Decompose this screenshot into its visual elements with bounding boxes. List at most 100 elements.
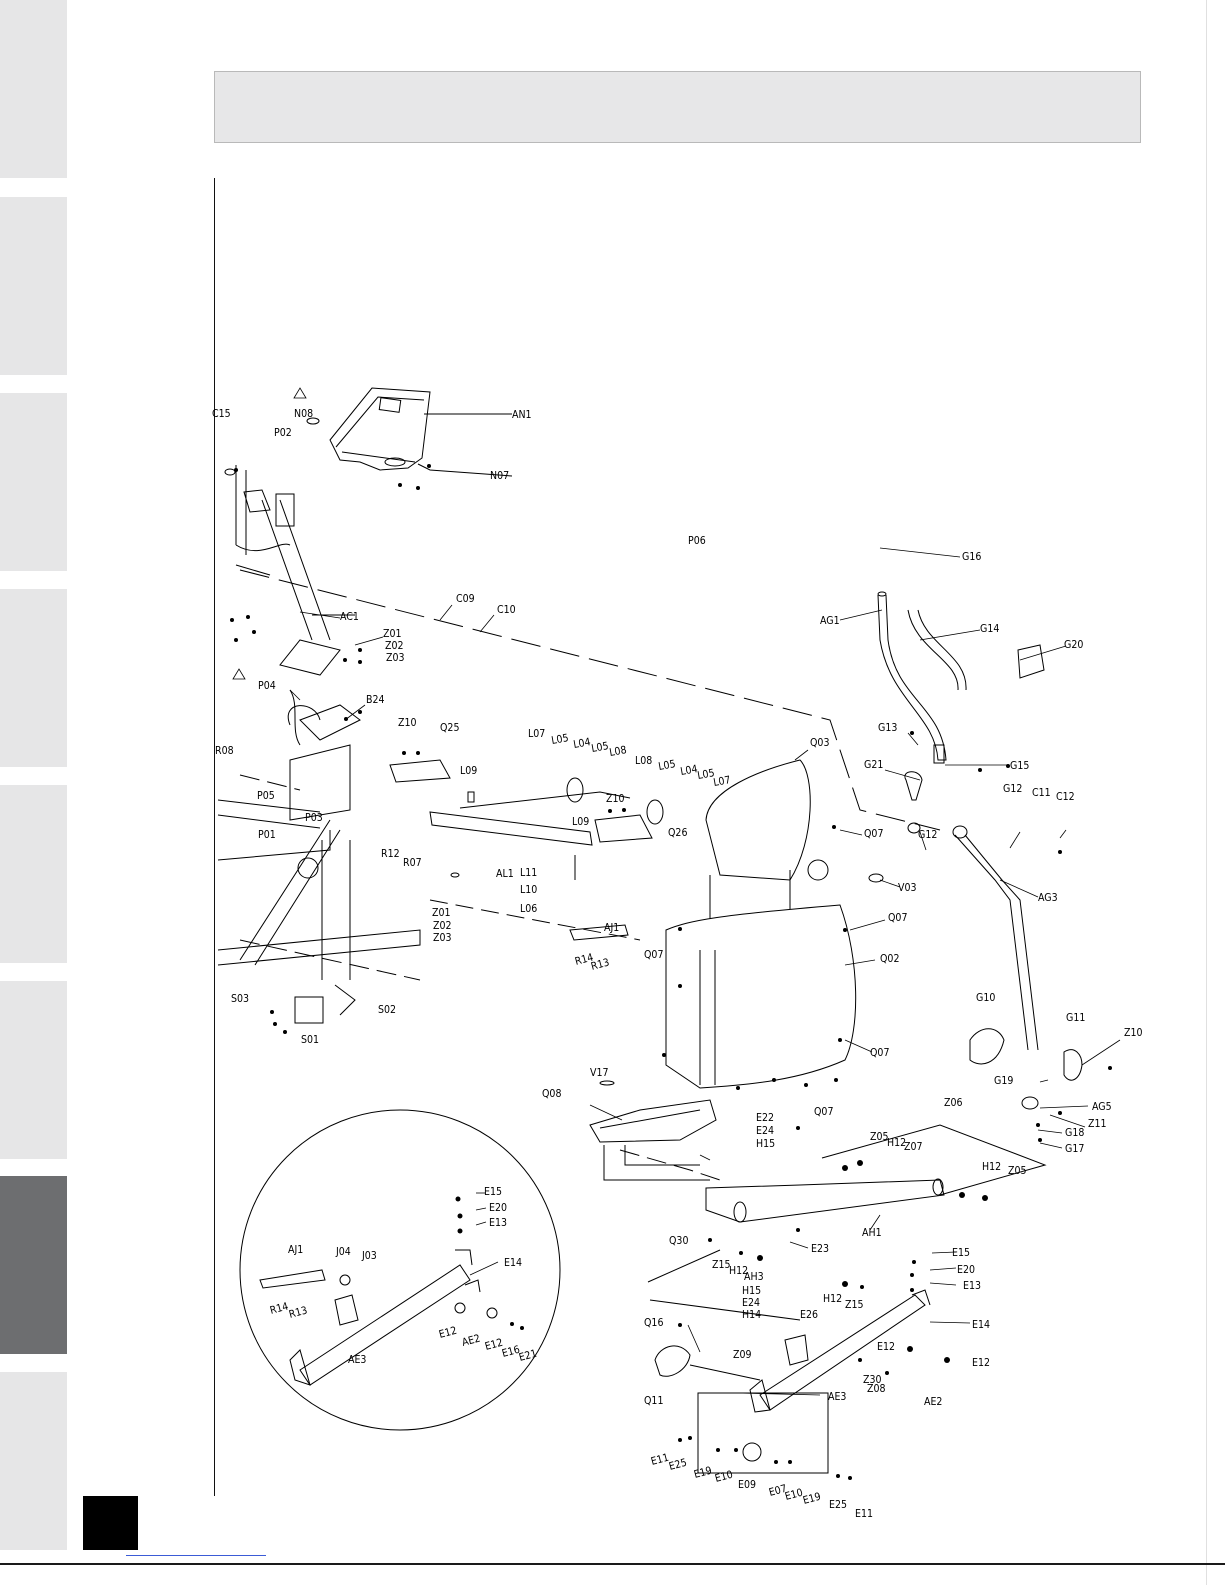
part-labels: AN1N08N07C15P02P06G16AG1G14G20C09C10AC1Z… — [212, 408, 1143, 1520]
part-label-e10a: E10 — [714, 1469, 734, 1485]
part-label-l11: L11 — [520, 867, 537, 879]
side-tab-1[interactable] — [0, 0, 67, 178]
part-label-n07: N07 — [490, 470, 509, 482]
part-label-e21: E21 — [518, 1348, 538, 1364]
part-label-g14: G14 — [980, 623, 999, 635]
part-label-q16: Q16 — [644, 1317, 663, 1329]
part-label-e20b: E20 — [957, 1264, 975, 1276]
part-label-z01a: Z01 — [383, 628, 402, 640]
part-label-z11: Z11 — [1088, 1118, 1107, 1130]
part-label-l07b: L07 — [712, 774, 731, 789]
part-label-l04b: L04 — [679, 763, 698, 778]
side-tab-6[interactable] — [0, 981, 67, 1159]
part-label-z15b: Z15 — [845, 1299, 864, 1311]
right-edge-line — [1206, 0, 1207, 1585]
warning-icon — [293, 387, 307, 399]
part-label-v03: V03 — [898, 882, 916, 894]
lower-frame-left — [217, 744, 421, 1024]
content-left-rule — [214, 178, 215, 1496]
part-label-r14b: R14 — [269, 1300, 290, 1316]
part-label-q26: Q26 — [668, 827, 687, 839]
part-label-l10: L10 — [520, 884, 537, 896]
part-label-h12a: H12 — [887, 1137, 906, 1149]
part-label-l09b: L09 — [572, 816, 589, 828]
part-label-z07: Z07 — [904, 1141, 923, 1153]
part-label-e09: E09 — [738, 1479, 756, 1491]
part-label-p02: P02 — [274, 427, 292, 439]
part-label-q07e: Q07 — [814, 1106, 833, 1118]
part-label-e26: E26 — [800, 1309, 818, 1321]
bottom-link-line[interactable] — [126, 1555, 266, 1556]
part-label-z10a: Z10 — [398, 717, 417, 729]
part-label-g21: G21 — [864, 759, 883, 771]
part-label-ag5: AG5 — [1092, 1101, 1112, 1113]
side-tab-7-active[interactable] — [0, 1176, 67, 1354]
part-label-g15: G15 — [1010, 760, 1029, 772]
part-label-e13b: E13 — [963, 1280, 981, 1292]
part-label-z08: Z08 — [867, 1383, 886, 1395]
part-label-c15: C15 — [212, 408, 231, 420]
part-label-e07: E07 — [768, 1483, 788, 1499]
part-label-l07a: L07 — [528, 728, 545, 740]
part-label-r13b: R13 — [288, 1304, 309, 1320]
part-label-q30: Q30 — [669, 1235, 688, 1247]
fasteners — [230, 464, 1112, 1480]
part-label-g20: G20 — [1064, 639, 1083, 651]
part-label-g19: G19 — [994, 1075, 1013, 1087]
part-label-h15b: H15 — [742, 1285, 761, 1297]
part-label-r14a: R14 — [574, 951, 595, 967]
part-label-z03a: Z03 — [386, 652, 405, 664]
side-tab-3[interactable] — [0, 393, 67, 571]
part-label-e16: E16 — [501, 1344, 521, 1360]
part-label-r12: R12 — [381, 848, 400, 860]
part-label-b24: B24 — [366, 694, 385, 706]
part-label-s02: S02 — [378, 1004, 396, 1016]
part-label-ac1: AC1 — [340, 611, 359, 623]
part-label-s01: S01 — [301, 1034, 319, 1046]
part-label-j04: J04 — [335, 1246, 351, 1258]
part-label-z10c: Z10 — [1124, 1027, 1143, 1039]
part-label-v17: V17 — [590, 1067, 608, 1079]
part-label-q07d: Q07 — [870, 1047, 889, 1059]
part-label-e24b: E24 — [742, 1297, 760, 1309]
part-label-e25a: E25 — [668, 1457, 688, 1473]
part-label-q11: Q11 — [644, 1395, 663, 1407]
part-label-e24a: E24 — [756, 1125, 774, 1137]
part-label-l09a: L09 — [460, 765, 477, 777]
side-tab-2[interactable] — [0, 197, 67, 375]
part-label-ae2a: AE2 — [461, 1333, 482, 1349]
part-label-z02a: Z02 — [385, 640, 404, 652]
part-label-g12a: G12 — [1003, 783, 1022, 795]
part-label-h12c: H12 — [729, 1265, 748, 1277]
side-tab-4[interactable] — [0, 589, 67, 767]
part-label-j03: J03 — [361, 1250, 377, 1262]
part-label-g17: G17 — [1065, 1143, 1084, 1155]
side-tab-5[interactable] — [0, 785, 67, 963]
part-label-c10: C10 — [497, 604, 516, 616]
part-label-h12b: H12 — [982, 1161, 1001, 1173]
part-label-e10b: E10 — [784, 1487, 804, 1503]
part-label-r13a: R13 — [590, 956, 611, 972]
part-label-h15a: H15 — [756, 1138, 775, 1150]
part-label-e23: E23 — [811, 1243, 829, 1255]
part-label-e11a: E11 — [650, 1452, 670, 1468]
part-label-ah1: AH1 — [862, 1227, 882, 1239]
warning-icon — [232, 668, 246, 680]
part-label-e22a: E22 — [756, 1112, 774, 1124]
inset-parts — [259, 1249, 498, 1386]
part-label-ae2b: AE2 — [924, 1396, 942, 1408]
part-label-l05c: L05 — [657, 758, 676, 773]
part-label-e14a: E14 — [504, 1257, 522, 1269]
part-label-e12a: E12 — [438, 1325, 458, 1341]
part-label-g12b: G12 — [918, 829, 937, 841]
inset-detail-circle — [239, 1109, 561, 1431]
part-label-c11: C11 — [1032, 787, 1051, 799]
side-tab-8[interactable] — [0, 1372, 67, 1550]
part-label-g16: G16 — [962, 551, 981, 563]
page-number-block — [83, 1496, 138, 1550]
part-label-e12c: E12 — [877, 1341, 895, 1353]
part-label-e20a: E20 — [489, 1202, 507, 1214]
part-label-q07b: Q07 — [888, 912, 907, 924]
part-label-l05a: L05 — [550, 732, 569, 747]
